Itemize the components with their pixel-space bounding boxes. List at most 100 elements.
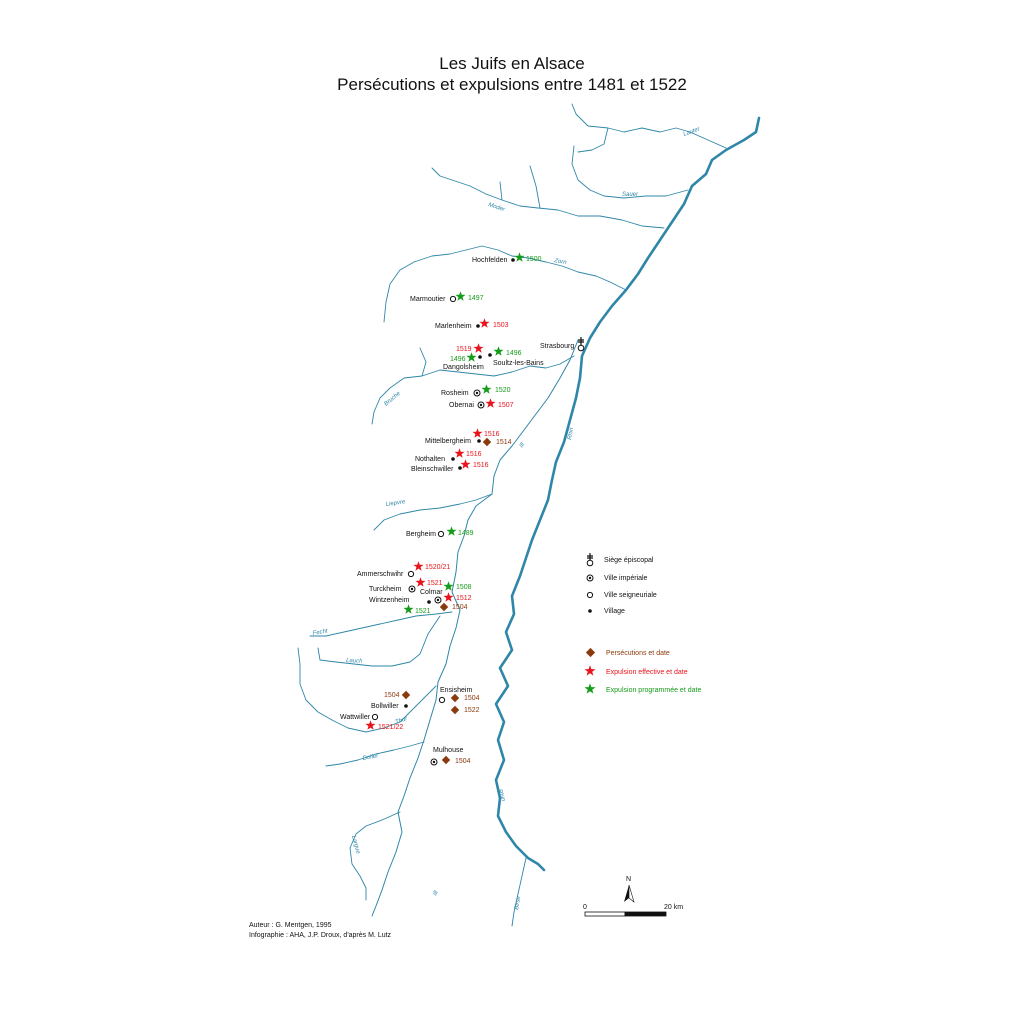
date-label: 1504 [464,695,480,702]
place-hochfelden: Hochfelden 1500 [472,252,542,264]
place-marmoutier: Marmoutier 1497 [410,291,484,303]
seigneuriale-marker [371,713,379,721]
cross-icon [578,337,584,345]
place-mittelbergheim: 1516 Mittelbergheim 1514 [425,428,512,447]
diamond-brown-icon [450,693,460,703]
place-marlenheim: Marlenheim 1503 [435,318,509,330]
diamond-brown-icon [482,437,492,447]
date-label: 1504 [452,604,468,611]
diamond-brown-icon [401,690,411,700]
place-bergheim: Bergheim 1489 [406,526,474,538]
place-label: Mulhouse [433,747,463,754]
river-zorn [383,245,627,323]
star-green-icon [514,252,525,262]
place-label: Colmar [420,589,443,596]
place-obernai: Obernai 1507 [449,398,514,409]
river-fecht [309,611,453,637]
star-red-icon [472,428,483,438]
date-label: 1500 [526,256,542,263]
star-red-icon [365,720,376,730]
place-label: Nothalten [415,456,445,463]
river-labels: Lauter Sauer Moder Zorn Bruche Ill Liepv… [312,126,701,910]
legend-item-siege: Siège épiscopal [586,553,654,567]
river-label-ill-north: Ill [519,442,527,450]
legend-label: Expulsion programmée et date [606,687,701,694]
seigneuriale-marker [586,591,594,599]
north-label: N [626,876,631,883]
star-green-icon [466,352,477,362]
star-green-icon [493,346,504,356]
legend-item-imperiale: Ville impériale [586,574,648,582]
river-lauch [317,615,441,667]
legend-label: Expulsion effective et date [606,669,688,676]
date-label: 1520 [495,387,511,394]
diamond-brown-icon [585,647,596,658]
places: Hochfelden 1500 Marmoutier 1497 Marlenhe… [340,252,585,766]
seigneuriale-marker [438,696,446,704]
river-sauer [571,145,689,199]
star-red-icon [443,592,454,602]
river-label-sauer: Sauer [622,192,639,198]
place-colmar: Colmar 1508 1512 1504 [420,581,472,612]
date-label: 1520/21 [425,564,450,571]
place-label: Rosheim [441,390,469,397]
seigneuriale-marker [407,570,415,578]
place-turckheim: 1521 Turckheim [369,577,443,593]
date-label: 1503 [493,322,509,329]
legend-item-expulsion-effective: Expulsion effective et date [584,665,688,676]
place-strasbourg: Strasbourg [540,337,585,352]
river-network [297,103,761,927]
place-dangolsheim: 1519 1496 Dangolsheim [443,343,484,371]
river-largue [349,811,401,901]
place-label: Soultz-les-Bains [493,360,544,367]
river-moder [431,165,665,229]
place-label: Bergheim [406,531,436,538]
village-marker [588,609,592,613]
date-label: 1519 [456,346,472,353]
place-label: Bleinschwiller [411,466,454,473]
place-label: Marmoutier [410,296,446,303]
river-label-doller: Doller [362,753,379,762]
river-label-bruche: Bruche [383,390,402,407]
village-marker [476,324,480,328]
river-label-zorn: Zorn [553,258,568,266]
date-label: 1516 [466,451,482,458]
place-rosheim: Rosheim 1520 [441,384,511,397]
star-green-icon [481,384,492,394]
place-label: Dangolsheim [443,364,484,371]
date-label: 1496 [450,356,466,363]
credits-infographic: Infographie : AHA, J.P. Droux, d'après M… [249,932,392,939]
village-marker [477,439,481,443]
place-ensisheim: Ensisheim 1504 1522 [438,687,480,715]
date-label: 1514 [496,439,512,446]
place-label: Ensisheim [440,687,472,694]
river-label-thur: Thur [395,716,410,726]
star-red-icon [454,448,465,458]
legend-item-village: Village [588,608,625,615]
date-label: 1496 [506,350,522,357]
place-label: Mittelbergheim [425,438,471,445]
legend-item-expulsion-programmee: Expulsion programmée et date [584,683,701,694]
seigneuriale-marker [577,344,585,352]
star-red-icon [415,577,426,587]
date-label: 1508 [456,584,472,591]
legend-item-seigneuriale: Ville seigneuriale [586,591,657,599]
river-rhin [494,116,761,872]
date-label: 1521/22 [378,724,403,731]
legend-label: Ville seigneuriale [604,592,657,599]
diamond-brown-icon [441,755,451,765]
date-label: 1522 [464,707,480,714]
north-arrow: N [624,876,635,903]
place-label: Bollwiller [371,703,399,710]
date-label: 1497 [468,295,484,302]
river-label-fecht: Fecht [312,628,328,637]
diamond-brown-icon [450,705,460,715]
star-green-icon [446,526,457,536]
place-label: Wattwiller [340,714,371,721]
river-ill [371,339,579,917]
place-soultz: 1496 Soultz-les-Bains [488,346,544,367]
river-label-moder: Moder [487,202,506,213]
river-doller [325,741,425,767]
diamond-brown-icon [439,602,449,612]
scale-bar: 0 20 km [583,904,683,917]
